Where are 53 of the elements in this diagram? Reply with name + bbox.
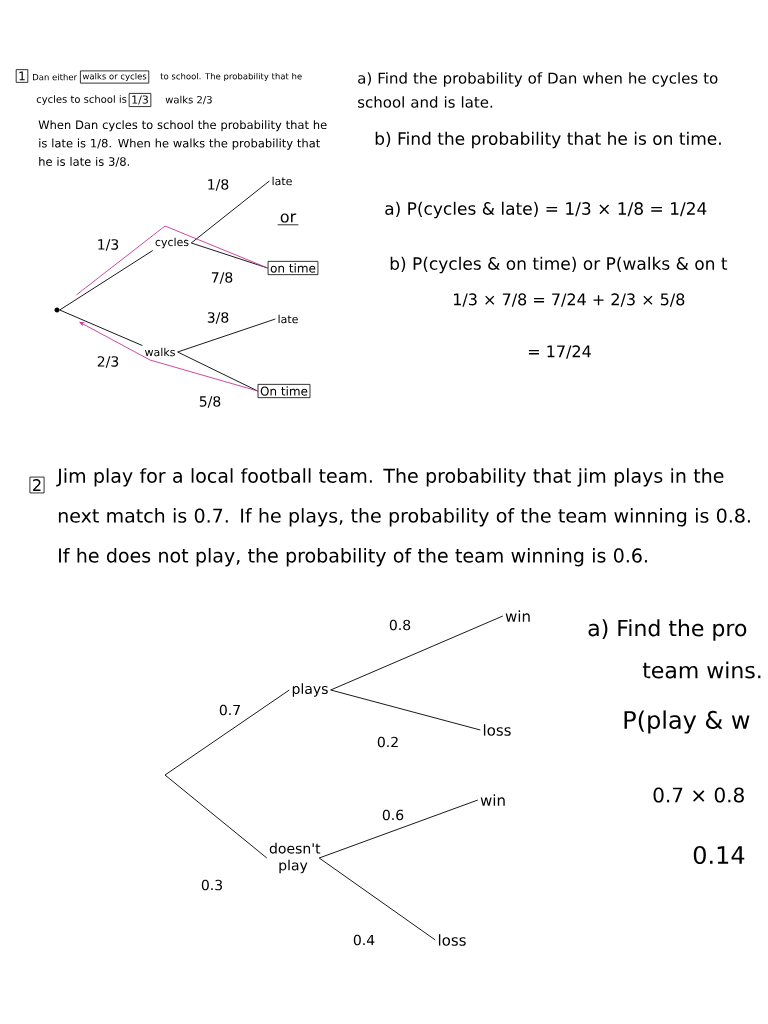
handwritten-text: = 17/24 xyxy=(528,345,591,359)
handwritten-text: b) Find the probability that he is on time. xyxy=(375,131,721,149)
boxed-text: 1 xyxy=(15,69,29,83)
boxed-text: walks or cycles xyxy=(80,70,150,84)
highlight-line xyxy=(76,225,269,296)
branch-line xyxy=(330,689,481,731)
handwritten-text: Jim play for a local football team. The probability that jim plays in the next match is 0.7. If he plays, the probability of the team winning is 0.8. If he does not play, the probability of the team winning is 0.6. xyxy=(56,468,750,567)
edge-label: 7/8 xyxy=(209,271,235,285)
branch-line xyxy=(318,857,436,941)
branch-label: win xyxy=(505,610,530,622)
branch-label: plays xyxy=(292,683,328,697)
highlight-arrow xyxy=(79,321,259,392)
branch-line xyxy=(177,351,259,392)
handwritten-text: b) P(cycles & on time) or P(walks & on t xyxy=(390,256,728,274)
branch-label: win xyxy=(480,794,505,806)
branch-label: doesn't play xyxy=(269,842,321,874)
handwritten-text: 0.7 × 0.8 xyxy=(653,787,744,803)
handwritten-text: P(play & w xyxy=(624,710,750,734)
boxed-text: 1/3 xyxy=(128,93,152,107)
boxed-outcome: On time xyxy=(257,383,311,399)
boxed-outcome: on time xyxy=(267,260,319,276)
edge-label: 1/3 xyxy=(95,238,121,252)
handwritten-text: a) Find the probability of Dan when he cycles to school and is late. xyxy=(358,72,718,108)
underlined-text: or xyxy=(277,213,299,226)
edge-label: 1/8 xyxy=(205,178,231,192)
branch-line xyxy=(164,774,268,859)
branch-line xyxy=(59,309,143,346)
handwritten-text: cycles to school is xyxy=(36,95,127,105)
edge-label: 2/3 xyxy=(95,355,121,369)
handwritten-text: a) Find the pro xyxy=(588,619,747,641)
handwritten-text: team wins. xyxy=(642,661,761,679)
branch-label: late xyxy=(278,314,298,324)
handwritten-text: walks 2/3 xyxy=(165,95,212,105)
handwritten-text: When Dan cycles to school the probability that he is late is 1/8. When he walks the probability that he is late is 3/8. xyxy=(38,120,327,167)
branch-label: late xyxy=(272,176,292,186)
handwritten-text: a) P(cycles & late) = 1/3 × 1/8 = 1/24 xyxy=(385,201,707,219)
branch-label: loss xyxy=(438,934,466,946)
edge-label: 3/8 xyxy=(205,311,231,325)
branch-line xyxy=(190,180,270,244)
branch-label: walks xyxy=(145,347,175,357)
branch-label: loss xyxy=(483,724,511,736)
branch-line xyxy=(318,799,479,859)
handwritten-text: 1/3 × 7/8 = 7/24 + 2/3 × 5/8 xyxy=(453,293,685,307)
branch-label: cycles xyxy=(155,237,189,249)
branch-line xyxy=(177,318,276,353)
handwritten-text: Dan either xyxy=(33,73,78,81)
branch-line xyxy=(164,689,290,776)
branch-line xyxy=(59,250,154,311)
handwritten-text: 0.14 xyxy=(693,845,745,865)
branch-line xyxy=(330,615,504,691)
handwritten-text: to school. The probability that he xyxy=(160,72,302,82)
edge-label: 5/8 xyxy=(197,395,223,409)
boxed-text: 2 xyxy=(29,476,45,494)
